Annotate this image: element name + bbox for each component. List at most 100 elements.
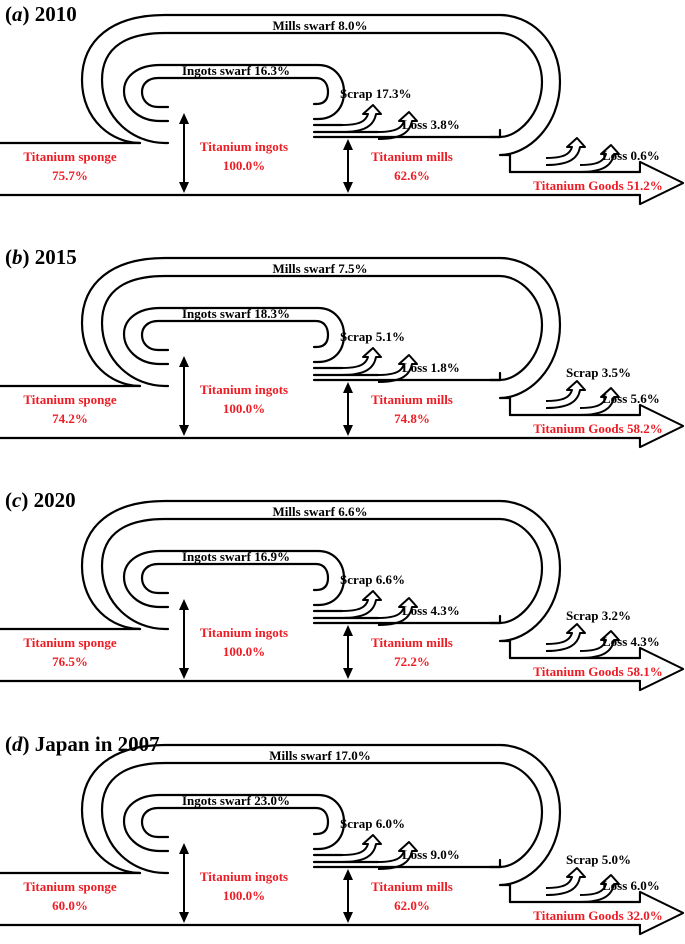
scrap2-arrow: [545, 867, 586, 896]
scrap1-arrow: [341, 104, 382, 133]
panel-title: (d) Japan in 2007: [5, 732, 160, 756]
scrap2-arrow: [545, 380, 586, 409]
panel-title: (a) 2010: [5, 2, 77, 26]
titanium-mills-label: Titanium mills: [371, 635, 453, 650]
ingots-double-arrow: [179, 113, 189, 193]
titanium-sponge-value: 76.5%: [52, 654, 88, 669]
panel-letter: c: [12, 488, 22, 512]
scrap2-arrow: [545, 623, 586, 652]
ingots-swarf-loop-outer: [122, 793, 346, 853]
ingots-swarf-loop-outer: [122, 549, 346, 609]
mills-swarf-loop-outer: [80, 256, 562, 400]
titanium-mills-label: Titanium mills: [371, 879, 453, 894]
scrap1-label: Scrap 17.3%: [340, 86, 412, 101]
loss1-arrow: [377, 841, 418, 870]
titanium-mills-label: Titanium mills: [371, 392, 453, 407]
mills-swarf-loop-inner: [100, 274, 544, 388]
ingots-swarf-loop-inner: [140, 319, 330, 352]
scrap1-label: Scrap 5.1%: [340, 329, 405, 344]
mills-double-arrow: [343, 139, 353, 193]
titanium-ingots-label: Titanium ingots: [200, 139, 288, 154]
loss2-arrow: [579, 874, 620, 903]
titanium-ingots-label: Titanium ingots: [200, 625, 288, 640]
titanium-goods-label: Titanium Goods 58.1%: [533, 664, 662, 679]
titanium-ingots-label: Titanium ingots: [200, 382, 288, 397]
titanium-sponge-value: 75.7%: [52, 168, 88, 183]
titanium-goods-label: Titanium Goods 51.2%: [533, 178, 662, 193]
mills-swarf-loop-inner: [100, 517, 544, 631]
scrap1-arrow: [341, 590, 382, 619]
panel-year: 2020: [28, 488, 75, 512]
titanium-mills-value: 62.6%: [394, 168, 430, 183]
goods-output-arrow: [508, 403, 685, 449]
loss2-label: Loss 4.3%: [602, 634, 660, 649]
ingots-swarf-loop-inner: [140, 806, 330, 839]
ingots-double-arrow: [179, 599, 189, 679]
ingots-double-arrow: [179, 356, 189, 436]
ingots-swarf-loop-outer: [122, 306, 346, 366]
loss1-label: Loss 9.0%: [402, 847, 460, 862]
titanium-sponge-value: 60.0%: [52, 898, 88, 913]
mills-swarf-label: Mills swarf 8.0%: [273, 18, 368, 33]
mills-swarf-loop-outer: [80, 499, 562, 643]
ingots-double-arrow: [179, 843, 189, 923]
mills-swarf-loop-inner: [100, 31, 544, 145]
mills-double-arrow: [343, 382, 353, 436]
mills-swarf-label: Mills swarf 17.0%: [269, 748, 370, 763]
loss2-label: Loss 5.6%: [602, 391, 660, 406]
titanium-sponge-label: Titanium sponge: [23, 879, 117, 894]
titanium-mills-value: 72.2%: [394, 654, 430, 669]
ingots-swarf-label: Ingots swarf 23.0%: [182, 793, 290, 808]
ingots-swarf-label: Ingots swarf 16.9%: [182, 549, 290, 564]
loss2-label: Loss 6.0%: [602, 878, 660, 893]
mills-double-arrow: [343, 869, 353, 923]
loss2-arrow: [579, 144, 620, 173]
loss1-label: Loss 1.8%: [402, 360, 460, 375]
titanium-sponge-label: Titanium sponge: [23, 149, 117, 164]
loss1-arrow: [377, 111, 418, 140]
goods-output-arrow: [508, 646, 685, 692]
scrap1-arrow: [341, 347, 382, 376]
loss1-arrow: [377, 597, 418, 626]
goods-output-arrow: [508, 160, 685, 206]
scrap1-label: Scrap 6.6%: [340, 572, 405, 587]
scrap2-label: Scrap 3.5%: [566, 365, 631, 380]
ingots-swarf-loop-inner: [140, 76, 330, 109]
ingots-swarf-loop-outer: [122, 63, 346, 123]
panel-title: (c) 2020: [5, 488, 76, 512]
titanium-ingots-value: 100.0%: [223, 888, 265, 903]
panel-title: (b) 2015: [5, 245, 77, 269]
titanium-ingots-value: 100.0%: [223, 158, 265, 173]
titanium-mills-value: 74.8%: [394, 411, 430, 426]
loss1-label: Loss 3.8%: [402, 117, 460, 132]
mills-swarf-label: Mills swarf 7.5%: [273, 261, 368, 276]
scrap1-label: Scrap 6.0%: [340, 816, 405, 831]
scrap2-label: Scrap 3.2%: [566, 608, 631, 623]
loss2-arrow: [579, 387, 620, 416]
panel-year: 2015: [30, 245, 77, 269]
mills-double-arrow: [343, 625, 353, 679]
ingots-swarf-label: Ingots swarf 16.3%: [182, 63, 290, 78]
titanium-mills-label: Titanium mills: [371, 149, 453, 164]
mills-swarf-loop-outer: [80, 13, 562, 157]
panel-year: Japan in 2007: [30, 732, 160, 756]
loss1-label: Loss 4.3%: [402, 603, 460, 618]
titanium-ingots-label: Titanium ingots: [200, 869, 288, 884]
loss1-arrow: [377, 354, 418, 383]
titanium-sponge-label: Titanium sponge: [23, 635, 117, 650]
panel-letter: a: [12, 2, 23, 26]
scrap2-label: Scrap 5.0%: [566, 852, 631, 867]
ingots-swarf-loop-inner: [140, 562, 330, 595]
titanium-mills-value: 62.0%: [394, 898, 430, 913]
mills-swarf-label: Mills swarf 6.6%: [273, 504, 368, 519]
panel-year: 2010: [30, 2, 77, 26]
ingots-swarf-label: Ingots swarf 18.3%: [182, 306, 290, 321]
scrap2-arrow: [545, 137, 586, 166]
titanium-goods-label: Titanium Goods 58.2%: [533, 421, 662, 436]
titanium-goods-label: Titanium Goods 32.0%: [533, 908, 662, 923]
